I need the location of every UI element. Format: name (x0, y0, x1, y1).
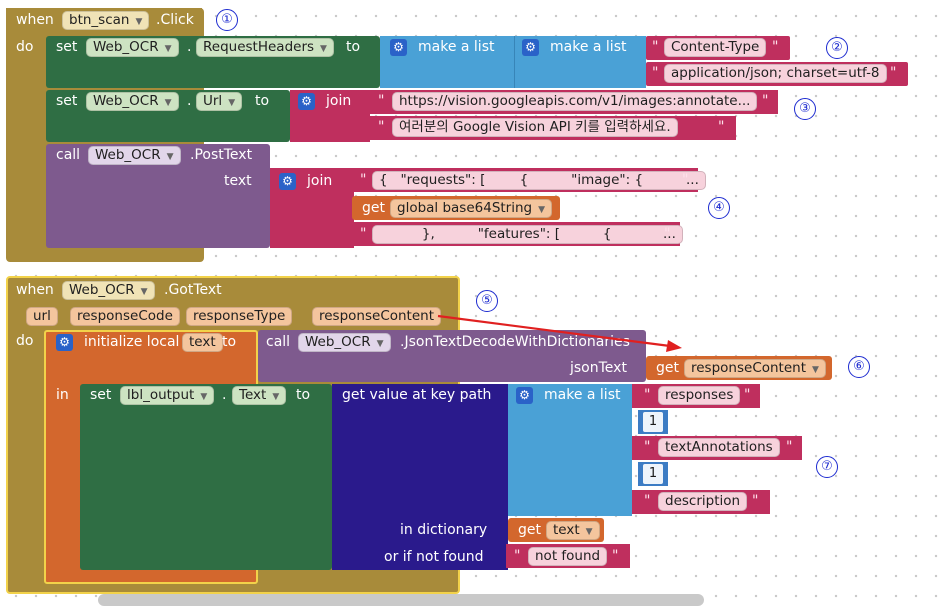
join-label: join (307, 173, 333, 189)
annotation-5: ⑤ (476, 290, 498, 312)
number-one[interactable]: 1 (643, 464, 663, 484)
dropdown-arrow-icon: ▼ (164, 98, 172, 108)
string-content-type[interactable]: Content-Type (664, 38, 767, 57)
string-application-json[interactable]: application/json; charset=utf-8 (664, 64, 887, 83)
dropdown-arrow-icon: ▼ (200, 392, 208, 402)
gear-icon[interactable]: ⚙ (390, 39, 407, 56)
do-keyword: do (16, 39, 34, 55)
component-dropdown-web-ocr[interactable]: Web_OCR▼ (298, 333, 391, 352)
initialize-local-label: initialize local (84, 334, 180, 350)
dropdown-arrow-icon: ▼ (272, 392, 280, 402)
gear-icon[interactable]: ⚙ (516, 387, 533, 404)
dropdown-arrow-icon: ▼ (164, 44, 172, 54)
to-keyword: to (255, 93, 270, 109)
in-dictionary-label: in dictionary (400, 522, 488, 538)
string-api-url[interactable]: https://vision.googleapis.com/v1/images:… (392, 92, 758, 111)
param-text-label: text (224, 173, 252, 189)
variable-dropdown-response-content[interactable]: responseContent▼ (684, 359, 826, 378)
number-one[interactable]: 1 (643, 412, 663, 432)
dropdown-arrow-icon: ▼ (585, 527, 593, 537)
param-response-code[interactable]: responseCode (70, 307, 180, 326)
dropdown-arrow-icon: ▼ (538, 205, 546, 215)
component-dropdown-web-ocr[interactable]: Web_OCR▼ (88, 146, 181, 165)
get-keyword: get (362, 200, 385, 216)
method-post-text: .PostText (190, 147, 253, 163)
property-dropdown-request-headers[interactable]: RequestHeaders▼ (196, 38, 334, 57)
dropdown-arrow-icon: ▼ (376, 339, 384, 349)
annotation-3: ③ (794, 98, 816, 120)
param-response-content[interactable]: responseContent (312, 307, 442, 326)
call-keyword: call (56, 147, 81, 163)
set-lbl-output-block[interactable] (80, 384, 332, 570)
get-keyword: get (518, 522, 541, 538)
annotation-4: ④ (708, 197, 730, 219)
annotation-1: ① (216, 9, 238, 31)
to-keyword: to (222, 334, 237, 350)
property-dropdown-url[interactable]: Url▼ (196, 92, 243, 111)
set-keyword: set (56, 39, 78, 55)
variable-dropdown-base64[interactable]: global base64String▼ (390, 199, 553, 218)
annotation-7: ⑦ (816, 456, 838, 478)
get-value-at-key-path-block[interactable] (332, 384, 508, 570)
horizontal-scrollbar[interactable] (98, 594, 704, 606)
key-description[interactable]: description (658, 492, 748, 511)
dropdown-arrow-icon: ▼ (812, 365, 819, 375)
gear-icon[interactable]: ⚙ (56, 334, 73, 351)
call-keyword: call (266, 334, 291, 350)
to-keyword: to (296, 387, 311, 403)
method-json-decode: .JsonTextDecodeWithDictionaries (400, 334, 630, 350)
do-keyword: do (16, 333, 34, 349)
string-api-key[interactable]: 여러분의 Google Vision API 키를 입력하세요. (392, 118, 678, 137)
gear-icon[interactable]: ⚙ (522, 39, 539, 56)
set-keyword: set (56, 93, 78, 109)
set-keyword: set (90, 387, 112, 403)
dot-separator: . (187, 93, 192, 109)
gear-icon[interactable]: ⚙ (279, 173, 296, 190)
make-list-label: make a list (550, 39, 627, 55)
event-name-click: .Click (156, 12, 194, 28)
dropdown-arrow-icon: ▼ (228, 98, 236, 108)
dropdown-arrow-icon: ▼ (140, 287, 148, 297)
string-features-json[interactable]: }, "features": [ { ... (372, 225, 683, 244)
event-name-got-text: .GotText (164, 282, 222, 298)
param-response-type[interactable]: responseType (186, 307, 293, 326)
string-not-found[interactable]: not found (528, 547, 608, 566)
or-if-not-found-label: or if not found (384, 549, 484, 565)
component-dropdown-btn-scan[interactable]: btn_scan▼ (62, 11, 150, 30)
get-value-at-key-path-label: get value at key path (342, 387, 492, 403)
gear-icon[interactable]: ⚙ (298, 93, 315, 110)
string-requests-json[interactable]: { "requests": [ { "image": { ... (372, 171, 706, 190)
dropdown-arrow-icon: ▼ (135, 17, 143, 27)
dot-separator: . (187, 39, 192, 55)
in-keyword: in (56, 387, 69, 403)
component-dropdown-web-ocr[interactable]: Web_OCR▼ (86, 38, 179, 57)
make-a-list-keys-block[interactable] (508, 384, 632, 516)
component-dropdown-web-ocr[interactable]: Web_OCR▼ (86, 92, 179, 111)
annotation-6: ⑥ (848, 356, 870, 378)
param-url[interactable]: url (26, 307, 58, 326)
when-keyword: when (16, 282, 54, 298)
property-dropdown-text[interactable]: Text▼ (232, 386, 287, 405)
make-list-label: make a list (544, 387, 621, 403)
dropdown-arrow-icon: ▼ (320, 44, 327, 54)
component-dropdown-web-ocr[interactable]: Web_OCR▼ (62, 281, 155, 300)
join-label: join (326, 93, 352, 109)
variable-dropdown-text[interactable]: text▼ (546, 521, 600, 540)
make-list-label: make a list (418, 39, 495, 55)
to-keyword: to (346, 39, 361, 55)
json-text-param-label: jsonText (570, 360, 627, 376)
key-text-annotations[interactable]: textAnnotations (658, 438, 780, 457)
get-keyword: get (656, 360, 679, 376)
dot-separator: . (222, 387, 227, 403)
when-keyword: when (16, 12, 54, 28)
component-dropdown-lbl-output[interactable]: lbl_output▼ (120, 386, 215, 405)
local-variable-name[interactable]: text (182, 333, 223, 352)
key-responses[interactable]: responses (658, 386, 741, 405)
dropdown-arrow-icon: ▼ (166, 152, 174, 162)
annotation-2: ② (826, 37, 848, 59)
